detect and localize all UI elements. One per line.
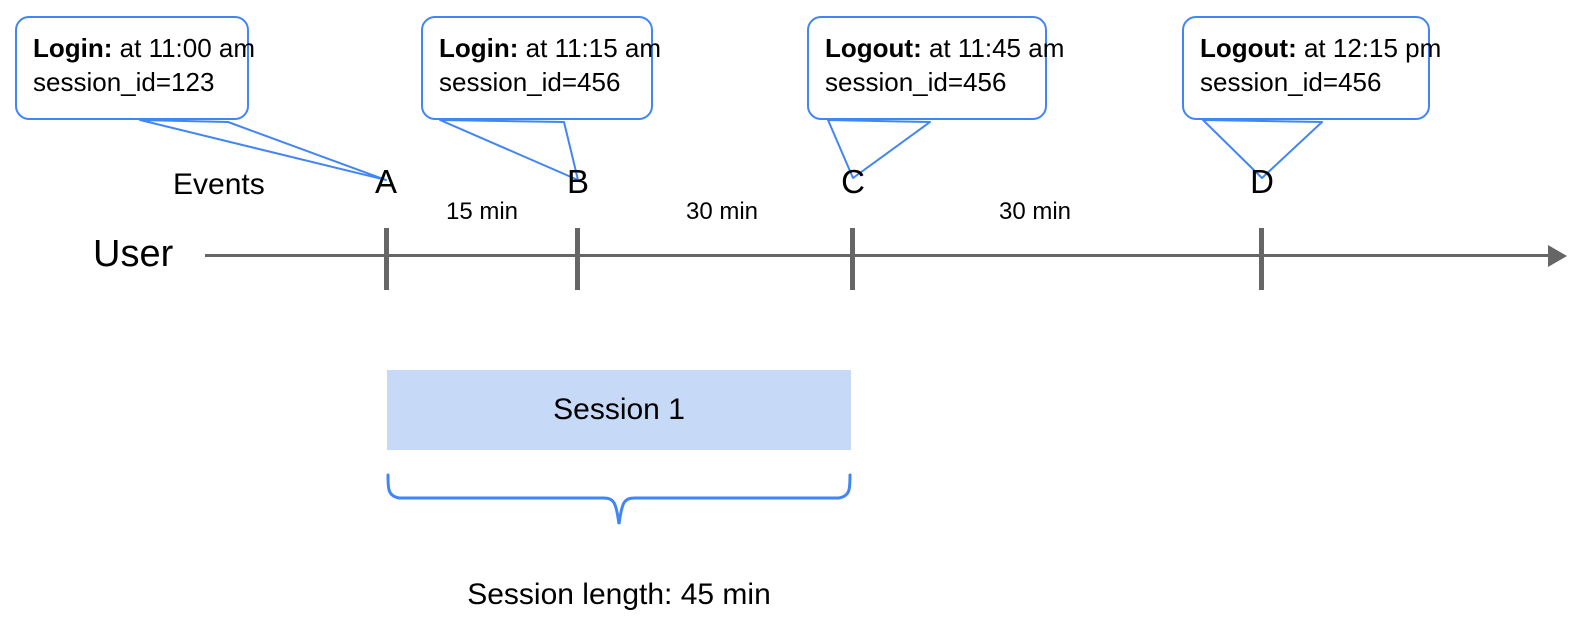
marker-label-a: A <box>374 163 398 200</box>
callout-a-session: session_id=123 <box>33 66 215 97</box>
tick-mark-d <box>1259 228 1264 290</box>
callout-bubble-d: Logout: at 12:15 pm session_id=456 <box>1182 16 1441 120</box>
callout-c-event: Logout: <box>825 33 922 63</box>
callout-bubble-a: Login: at 11:00 am session_id=123 <box>15 16 255 120</box>
session-bar: Session 1 <box>387 370 851 450</box>
callout-tail-b <box>439 119 579 181</box>
session-bar-label: Session 1 <box>553 393 685 426</box>
callout-bubble-c: Logout: at 11:45 am session_id=456 <box>807 16 1064 120</box>
callout-d-line1: Logout: at 12:15 pm <box>1200 32 1441 66</box>
callout-tail-d <box>1202 119 1323 179</box>
events-row-label: Events <box>173 168 265 201</box>
callout-c-session: session_id=456 <box>825 66 1007 97</box>
callout-c-time: at 11:45 am <box>928 33 1065 63</box>
timeline-axis <box>205 254 1550 257</box>
callout-a-line1: Login: at 11:00 am <box>33 32 255 66</box>
timeline-arrowhead-icon <box>1548 245 1567 267</box>
interval-label-a-b: 15 min <box>445 198 519 225</box>
tick-mark-a <box>384 228 389 290</box>
callout-bubble-b: Login: at 11:15 am session_id=456 <box>421 16 661 120</box>
callout-d-session: session_id=456 <box>1200 66 1382 97</box>
user-row-label: User <box>93 233 174 275</box>
callout-b-line1: Login: at 11:15 am <box>439 32 661 66</box>
callout-b-time: at 11:15 am <box>525 33 662 63</box>
interval-label-c-d: 30 min <box>998 198 1072 225</box>
callout-d-time: at 12:15 pm <box>1303 33 1442 63</box>
interval-label-b-c: 30 min <box>685 198 759 225</box>
callout-a-event: Login: <box>33 33 113 63</box>
tick-mark-c <box>850 228 855 290</box>
callout-tail-c <box>827 119 931 179</box>
callout-a-time: at 11:00 am <box>119 33 256 63</box>
callout-c-line1: Logout: at 11:45 am <box>825 32 1064 66</box>
callout-b-session: session_id=456 <box>439 66 621 97</box>
session-span-brace <box>386 473 852 525</box>
session-length-caption: Session length: 45 min <box>467 578 771 611</box>
callout-d-event: Logout: <box>1200 33 1297 63</box>
callout-b-event: Login: <box>439 33 519 63</box>
marker-label-c: C <box>841 163 865 200</box>
marker-label-d: D <box>1250 163 1274 200</box>
marker-label-b: B <box>566 163 590 200</box>
tick-mark-b <box>575 228 580 290</box>
